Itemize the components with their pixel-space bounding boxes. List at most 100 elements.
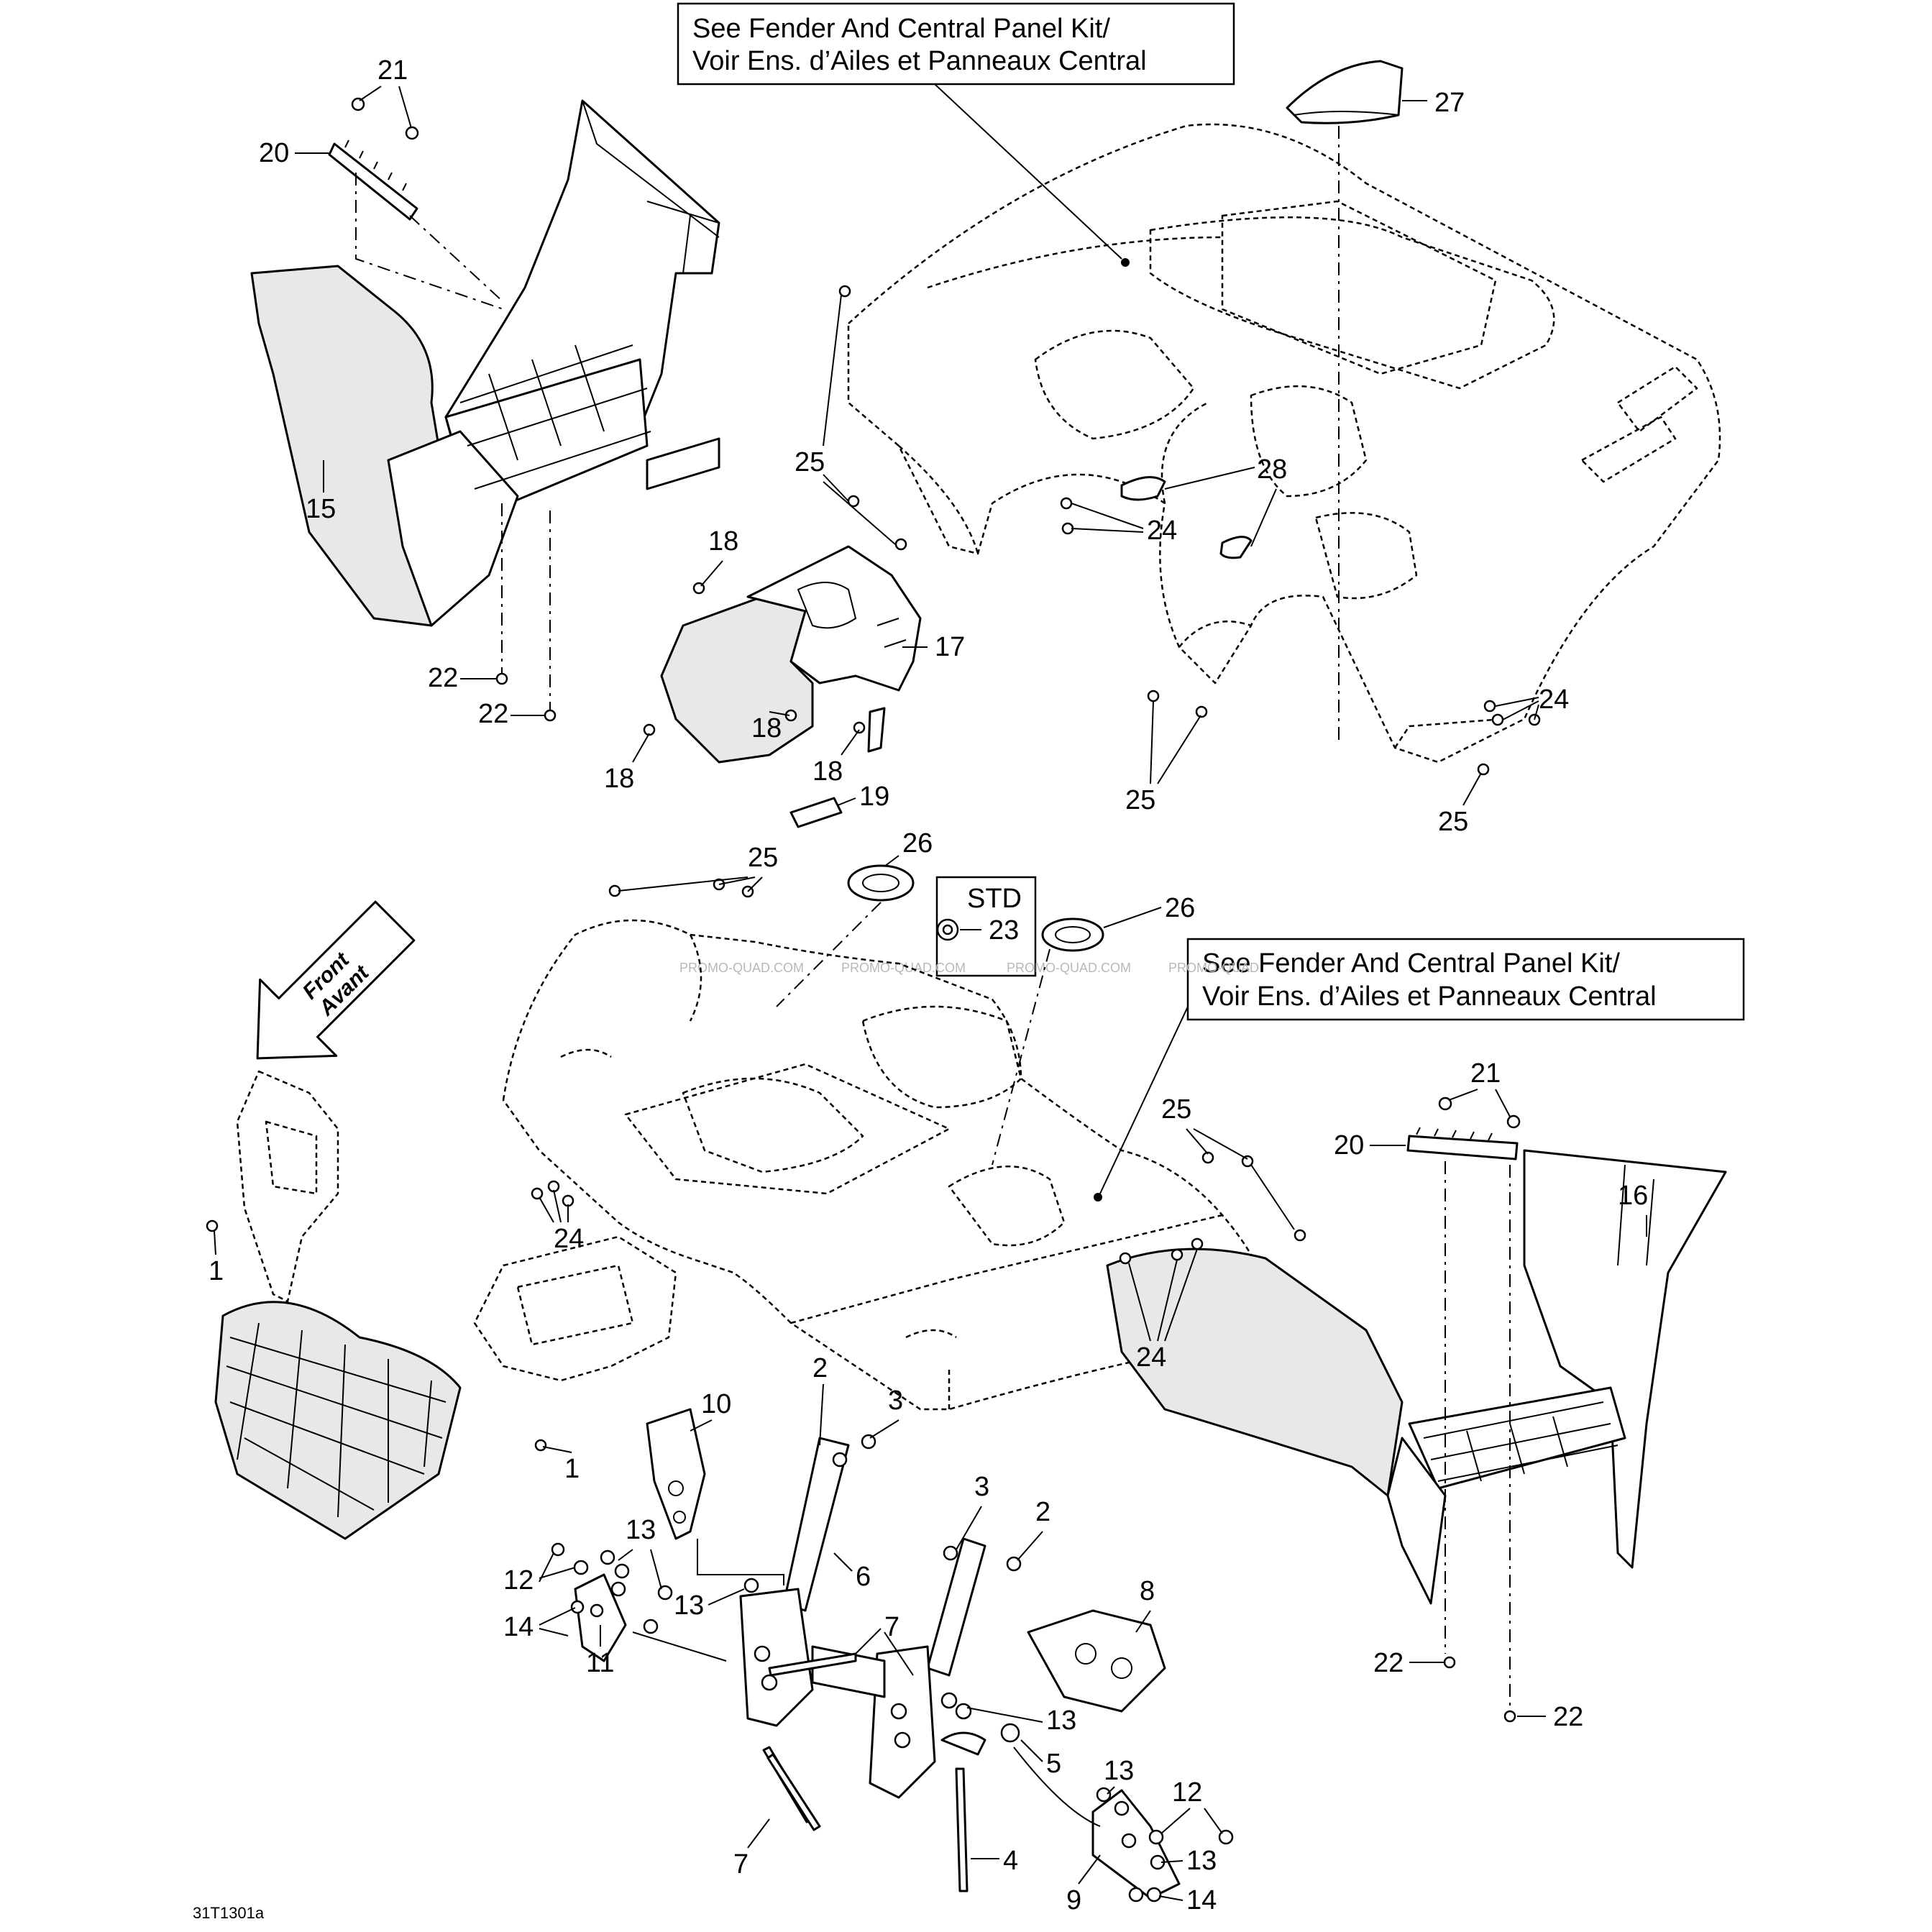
part-9-bracket <box>1091 1789 1181 1900</box>
axis-20b <box>409 215 504 303</box>
part-23-ring <box>936 918 959 941</box>
callout-22b: 22 <box>478 699 508 729</box>
callout-24d: 24 <box>1136 1342 1166 1373</box>
callout-18d: 18 <box>812 756 843 787</box>
callout-10: 10 <box>701 1389 731 1419</box>
callout-24c: 24 <box>554 1224 584 1254</box>
callout-25a: 25 <box>795 447 825 477</box>
callout-25c: 25 <box>1438 807 1468 837</box>
callout-21b: 21 <box>1470 1058 1501 1089</box>
part-7-pin-lower <box>766 1753 821 1831</box>
callout-19: 19 <box>859 782 889 812</box>
note-box-middle: See Fender And Central Panel Kit/ Voir E… <box>1186 938 1745 1021</box>
callout-11: 11 <box>586 1648 614 1678</box>
lead-11 <box>632 1631 727 1662</box>
svg-text:STD: STD <box>967 884 1022 914</box>
axis-26b <box>992 948 1050 1166</box>
part-6-support-left <box>739 1437 850 1727</box>
callout-22c: 22 <box>1373 1648 1404 1678</box>
callout-21a: 21 <box>377 55 408 86</box>
callout-4: 4 <box>1003 1846 1018 1876</box>
part-6-support-right <box>811 1537 986 1799</box>
callout-1b: 1 <box>564 1454 580 1484</box>
part-20-plate-right <box>1406 1127 1519 1160</box>
leader-note-middle <box>1099 1006 1189 1194</box>
callout-13d: 13 <box>1104 1756 1134 1786</box>
callout-1a: 1 <box>209 1256 224 1286</box>
lead-10 <box>697 1539 784 1585</box>
svg-text:PROMO-QUAD: PROMO-QUAD <box>1168 961 1259 975</box>
callout-12a: 12 <box>503 1565 534 1595</box>
callout-6: 6 <box>856 1562 871 1592</box>
part-1-panel-upper <box>236 1070 339 1303</box>
svg-text:PROMO-QUAD.COM: PROMO-QUAD.COM <box>841 961 966 975</box>
callout-25d: 25 <box>748 843 778 873</box>
callout-20a: 20 <box>259 138 289 168</box>
callout-13c: 13 <box>1046 1706 1076 1736</box>
svg-text:See Fender And Central Panel K: See Fender And Central Panel Kit/ <box>1202 948 1620 979</box>
callout-14b: 14 <box>1186 1885 1217 1915</box>
callout-14a: 14 <box>503 1612 534 1642</box>
callout-25b: 25 <box>1125 785 1155 815</box>
callout-24a: 24 <box>1147 516 1177 546</box>
front-grille <box>214 1301 462 1540</box>
callout-5: 5 <box>1046 1749 1061 1779</box>
part-8-bracket <box>1027 1609 1166 1713</box>
figure-id: 31T1301a <box>193 1904 265 1922</box>
callouts: 27 21 20 15 25 28 24 18 18 18 18 17 19 <box>209 55 1648 1915</box>
callout-22d: 22 <box>1553 1702 1583 1732</box>
part-10-bracket <box>646 1408 706 1540</box>
callout-7b: 7 <box>733 1849 748 1880</box>
callout-23: 23 <box>989 915 1019 946</box>
callout-8: 8 <box>1140 1576 1155 1606</box>
callout-18b: 18 <box>751 713 782 743</box>
part-4-bolt <box>955 1767 969 1892</box>
callout-17: 17 <box>935 632 965 662</box>
watermark: PROMO-QUAD.COM PROMO-QUAD.COM PROMO-QUAD… <box>679 961 1259 975</box>
callout-13b: 13 <box>674 1590 704 1621</box>
part-11-bracket <box>574 1573 627 1662</box>
callout-7a: 7 <box>884 1612 899 1642</box>
leader-note-top <box>934 83 1122 260</box>
note-box-top: See Fender And Central Panel Kit/ Voir E… <box>677 2 1235 86</box>
svg-text:Voir Ens. d’Ailes et Panneaux: Voir Ens. d’Ailes et Panneaux Central <box>1202 981 1657 1012</box>
callout-25e: 25 <box>1161 1094 1191 1125</box>
axis-20a <box>355 173 504 310</box>
callout-12b: 12 <box>1172 1777 1202 1808</box>
svg-text:See Fender And Central Panel K: See Fender And Central Panel Kit/ <box>692 14 1110 44</box>
svg-text:PROMO-QUAD.COM: PROMO-QUAD.COM <box>679 961 804 975</box>
part-16-footrest-right <box>1106 1149 1727 1605</box>
callout-2b: 2 <box>1035 1497 1050 1527</box>
callout-3a: 3 <box>888 1386 903 1416</box>
part-20-plate-left <box>328 139 418 221</box>
part-1-panel-lower <box>473 1235 677 1382</box>
callout-22a: 22 <box>428 663 458 693</box>
part-27-cap <box>1286 60 1404 124</box>
callout-18c: 18 <box>604 764 634 794</box>
callout-3b: 3 <box>974 1472 989 1502</box>
callout-13a: 13 <box>626 1515 656 1545</box>
axis-26 <box>776 902 882 1007</box>
rear-fender-ghost <box>847 123 1721 764</box>
callout-24b: 24 <box>1539 685 1569 715</box>
part-26-cap-b <box>1041 917 1104 952</box>
part-28-plugs <box>1120 476 1253 559</box>
callout-13e: 13 <box>1186 1846 1217 1876</box>
part-26-cap-a <box>847 864 915 902</box>
callout-26b: 26 <box>1165 893 1195 923</box>
front-fender-ghost <box>502 919 1281 1411</box>
callout-27: 27 <box>1434 88 1465 118</box>
callout-2a: 2 <box>812 1353 828 1383</box>
front-arrow: Front Avant <box>256 900 416 1060</box>
callout-16: 16 <box>1618 1181 1648 1211</box>
callout-9: 9 <box>1066 1885 1081 1915</box>
callout-15: 15 <box>306 494 336 524</box>
svg-text:Voir Ens. d’Ailes et Panneaux: Voir Ens. d’Ailes et Panneaux Central <box>692 46 1147 76</box>
callout-28: 28 <box>1257 454 1287 485</box>
callout-20b: 20 <box>1334 1130 1364 1160</box>
svg-text:PROMO-QUAD.COM: PROMO-QUAD.COM <box>1007 961 1131 975</box>
callout-18a: 18 <box>708 526 738 557</box>
callout-26a: 26 <box>902 828 933 859</box>
part-17-bracket <box>660 545 922 764</box>
